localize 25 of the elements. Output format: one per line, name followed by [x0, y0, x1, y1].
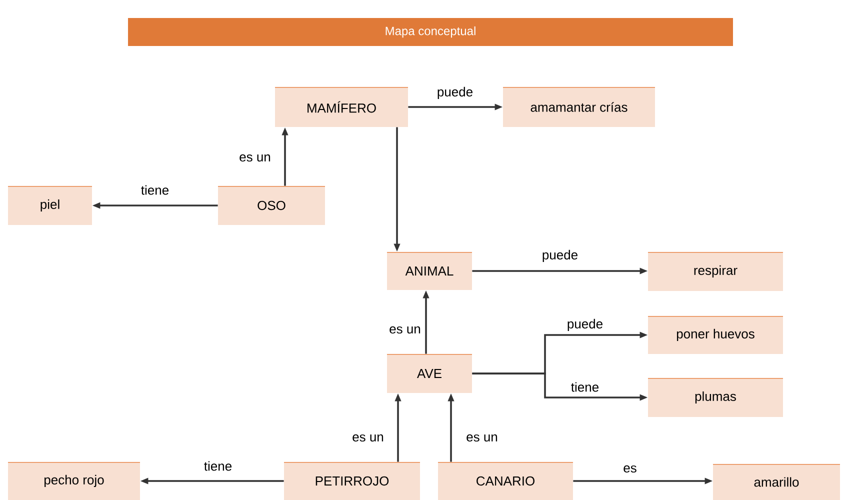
title-banner: Mapa conceptual [128, 18, 733, 46]
edge-label: es un [465, 433, 499, 443]
concept-box: CANARIO [438, 462, 573, 500]
edge-label: puede [566, 318, 604, 332]
concept-box: PETIRROJO [284, 462, 420, 500]
concept-box: AVE [387, 354, 472, 393]
edge-label: es un [388, 325, 422, 335]
concept-box: poner huevos [648, 316, 783, 354]
concept-box: amamantar crías [503, 87, 655, 127]
edge-label: tiene [570, 381, 600, 393]
concept-box: pecho rojo [8, 462, 140, 500]
edge-label: tiene [140, 184, 170, 196]
concept-box: MAMÍFERO [275, 87, 408, 127]
concept-box: respirar [648, 252, 783, 291]
concept-box: plumas [648, 378, 783, 417]
concept-box: amarillo [713, 464, 840, 500]
edge-label: es un [238, 153, 272, 163]
edge-label: es [622, 464, 638, 474]
edge-label: tiene [202, 460, 234, 472]
concept-box: piel [8, 186, 92, 225]
edge-label: puede [540, 248, 580, 264]
edge-label: es un [351, 433, 385, 443]
edge-label: puede [436, 86, 474, 100]
concept-box: ANIMAL [387, 252, 472, 290]
concept-box: OSO [218, 186, 325, 225]
